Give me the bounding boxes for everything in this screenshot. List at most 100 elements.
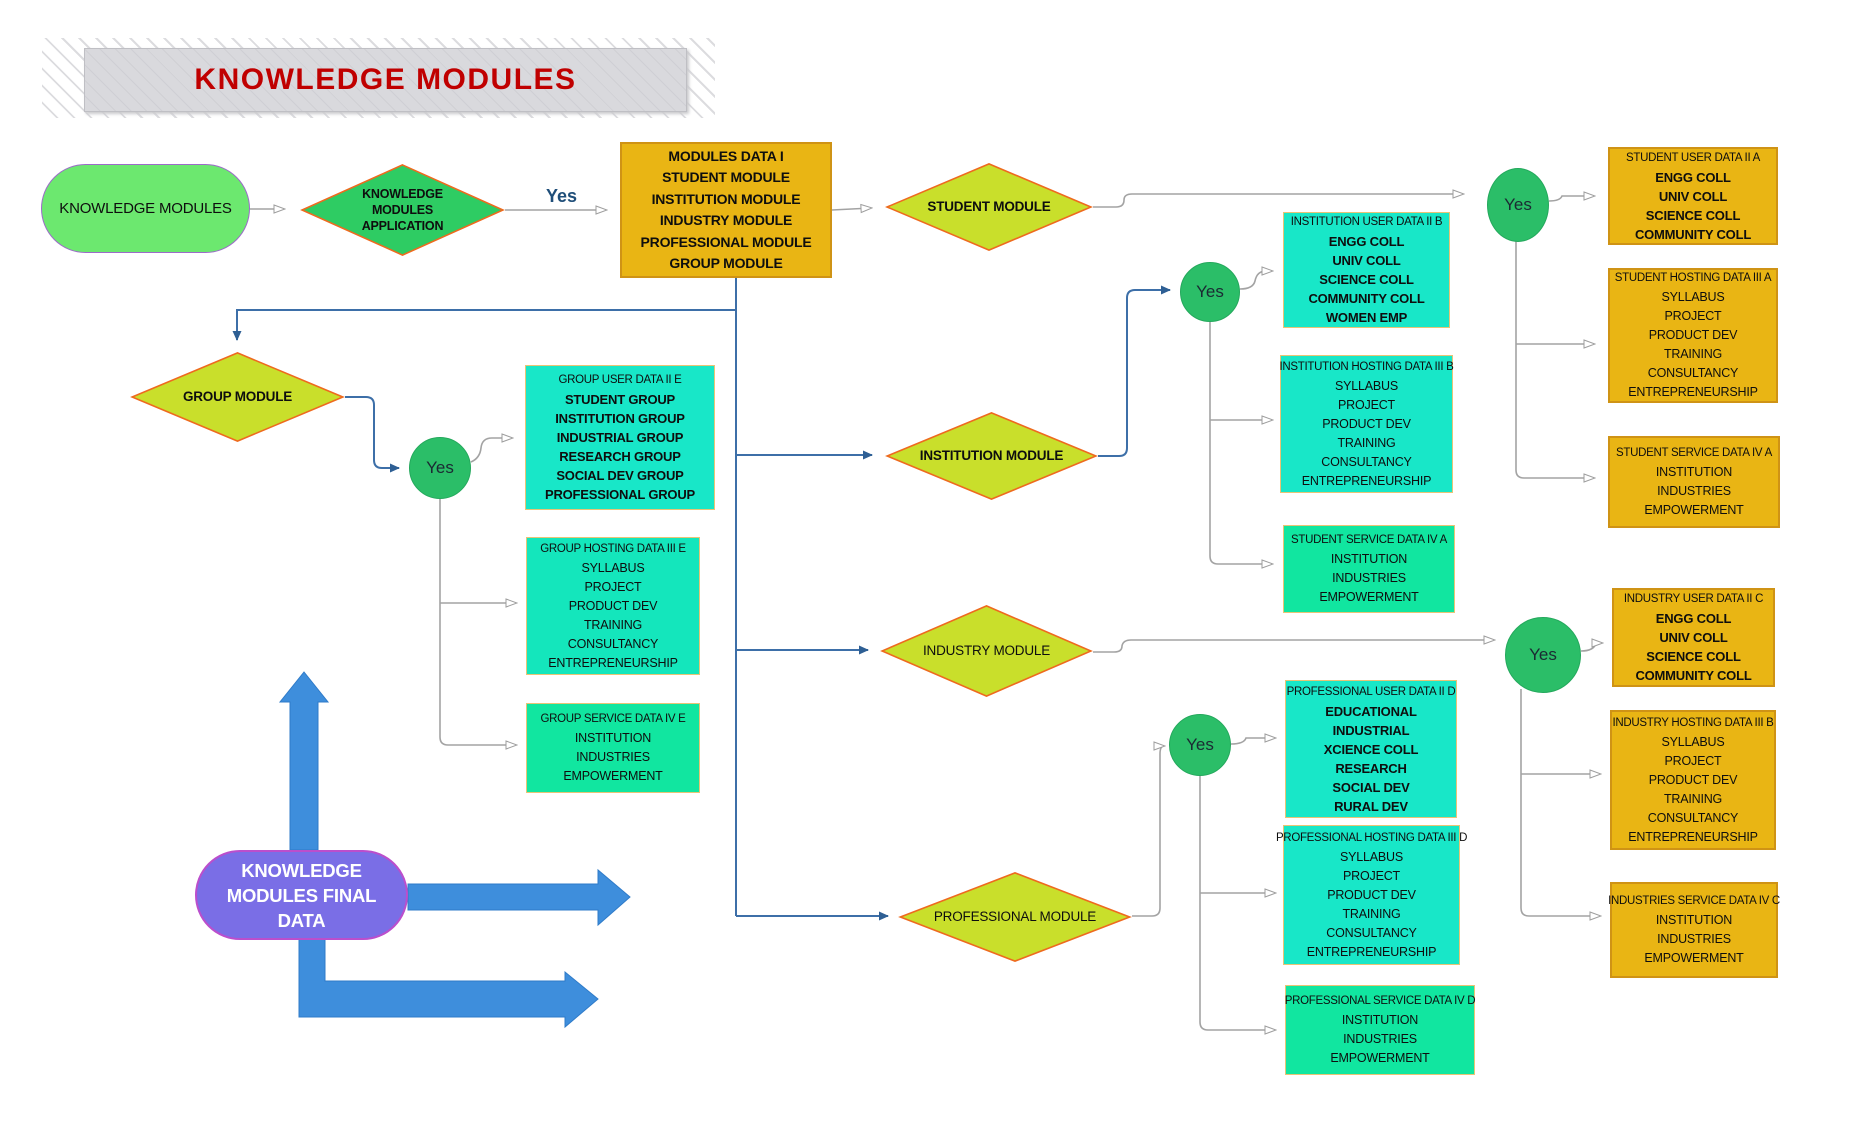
box-title: STUDENT SERVICE DATA IV A xyxy=(1616,447,1772,459)
diamond-shape xyxy=(300,164,505,256)
final-arrow-right xyxy=(407,868,631,927)
box-title: INDUSTRY HOSTING DATA III B xyxy=(1612,716,1774,729)
group-yes-circle: Yes xyxy=(409,437,471,499)
box-items: SYLLABUS PROJECT PRODUCT DEV TRAINING CO… xyxy=(1301,378,1432,488)
node-student-service-data: STUDENT SERVICE DATA IV A INSTITUTION IN… xyxy=(1608,436,1780,528)
student-module-label: STUDENT MODULE xyxy=(927,199,1051,214)
edge-profyes-to-service xyxy=(1199,776,1275,1030)
node-modules-data: MODULES DATA I STUDENT MODULE INSTITUTIO… xyxy=(620,142,832,278)
diamond-shape xyxy=(880,605,1093,697)
node-student-user-data: STUDENT USER DATA II A ENGG COLL UNIV CO… xyxy=(1608,147,1778,245)
page-title: KNOWLEDGE MODULES xyxy=(194,63,577,96)
final-data-label: KNOWLEDGE MODULES FINAL DATA xyxy=(226,859,377,931)
node-knowledge-modules-start: KNOWLEDGE MODULES xyxy=(41,164,250,253)
yes-text: Yes xyxy=(1196,282,1224,301)
yes-text: Yes xyxy=(1529,645,1557,664)
modules-data-items: STUDENT MODULE INSTITUTION MODULE INDUST… xyxy=(640,169,812,271)
edge-group-to-yes xyxy=(345,396,400,473)
box-items: INSTITUTION INDUSTRIES EMPOWERMENT xyxy=(1319,552,1419,604)
node-professional-hosting-data: PROFESSIONAL HOSTING DATA III D SYLLABUS… xyxy=(1276,825,1467,965)
diamond-shape xyxy=(898,872,1132,962)
box-title: GROUP HOSTING DATA III E xyxy=(540,542,686,555)
application-label: KNOWLEDGE MODULES APPLICATION xyxy=(361,187,444,233)
start-label: KNOWLEDGE MODULES xyxy=(59,200,232,217)
box-title: GROUP USER DATA II E xyxy=(558,374,682,386)
node-industry-module: INDUSTRY MODULE xyxy=(880,605,1093,697)
edge-indyes-to-service xyxy=(1520,689,1600,916)
box-title: INSTITUTION USER DATA II B xyxy=(1290,216,1443,228)
edge-industry-to-yes xyxy=(1093,640,1494,653)
yes-text: Yes xyxy=(1186,735,1214,754)
box-items: STUDENT GROUP INSTITUTION GROUP INDUSTRI… xyxy=(544,392,695,502)
blue-connectors xyxy=(232,278,1171,921)
diamond-shape xyxy=(885,412,1098,500)
professional-yes-circle: Yes xyxy=(1169,714,1231,776)
box-title: STUDENT USER DATA II A xyxy=(1626,151,1760,164)
node-institution-user-data: INSTITUTION USER DATA II B ENGG COLL UNI… xyxy=(1283,212,1450,328)
group-module-label: GROUP MODULE xyxy=(182,389,293,404)
box-title: INSTITUTION HOSTING DATA III B xyxy=(1279,360,1454,373)
node-institution-module: INSTITUTION MODULE xyxy=(885,412,1098,500)
gray-connectors xyxy=(250,194,1602,1030)
student-yes-circle: Yes xyxy=(1487,168,1549,242)
title-banner: KNOWLEDGE MODULES xyxy=(84,48,687,112)
yes-text: Yes xyxy=(426,458,454,477)
node-industry-hosting-data: INDUSTRY HOSTING DATA III B SYLLABUS PRO… xyxy=(1610,710,1776,850)
box-title: GROUP SERVICE DATA IV E xyxy=(540,713,686,725)
node-student-service-data-iva: STUDENT SERVICE DATA IV A INSTITUTION IN… xyxy=(1283,525,1455,613)
node-professional-module: PROFESSIONAL MODULE xyxy=(898,872,1132,962)
edge-groupyes-to-user xyxy=(470,438,512,463)
final-arrow-down-right xyxy=(298,937,599,1029)
box-title: PROFESSIONAL HOSTING DATA III D xyxy=(1275,831,1468,844)
box-items: SYLLABUS PROJECT PRODUCT DEV TRAINING CO… xyxy=(1628,734,1758,844)
edge-instyes-to-service xyxy=(1209,322,1272,564)
node-group-service-data: GROUP SERVICE DATA IV E INSTITUTION INDU… xyxy=(526,703,700,793)
box-items: ENGG COLL UNIV COLL SCIENCE COLL COMMUNI… xyxy=(1308,234,1425,325)
final-arrows xyxy=(278,671,631,1029)
industry-module-label: INDUSTRY MODULE xyxy=(922,643,1051,658)
node-group-module: GROUP MODULE xyxy=(130,352,345,442)
box-title: STUDENT HOSTING DATA III A xyxy=(1614,272,1772,284)
box-items: INSTITUTION INDUSTRIES EMPOWERMENT xyxy=(563,731,663,783)
box-title: INDUSTRIES SERVICE DATA IV C xyxy=(1608,895,1780,907)
diamond-shape xyxy=(130,352,345,442)
institution-yes-circle: Yes xyxy=(1180,262,1240,322)
node-knowledge-modules-application: KNOWLEDGE MODULES APPLICATION xyxy=(300,164,505,256)
yes-text: Yes xyxy=(1504,195,1532,214)
box-items: SYLLABUS PROJECT PRODUCT DEV TRAINING CO… xyxy=(548,560,678,670)
node-student-hosting-data: STUDENT HOSTING DATA III A SYLLABUS PROJ… xyxy=(1608,268,1778,403)
node-student-module: STUDENT MODULE xyxy=(885,163,1093,251)
box-title: INDUSTRY USER DATA II C xyxy=(1623,593,1764,605)
box-title: PROFESSIONAL USER DATA II D xyxy=(1286,685,1456,698)
box-items: ENGG COLL UNIV COLL SCIENCE COLL COMMUNI… xyxy=(1635,611,1752,683)
node-group-user-data: GROUP USER DATA II E STUDENT GROUP INSTI… xyxy=(525,365,715,510)
industry-yes-circle: Yes xyxy=(1505,617,1581,693)
box-items: EDUCATIONAL INDUSTRIAL XCIENCE COLL RESE… xyxy=(1323,703,1419,814)
edge-profyes-to-user xyxy=(1230,738,1275,745)
edge-groupyes-to-service xyxy=(439,499,516,745)
node-professional-user-data: PROFESSIONAL USER DATA II D EDUCATIONAL … xyxy=(1285,680,1457,818)
box-items: SYLLABUS PROJECT PRODUCT DEV TRAINING CO… xyxy=(1628,290,1758,399)
edge-instyes-to-user xyxy=(1239,271,1272,290)
node-industries-service-data: INDUSTRIES SERVICE DATA IV C INSTITUTION… xyxy=(1608,882,1780,978)
box-title: PROFESSIONAL SERVICE DATA IV D xyxy=(1284,995,1476,1007)
node-professional-service-data: PROFESSIONAL SERVICE DATA IV D INSTITUTI… xyxy=(1284,985,1476,1075)
edge-institution-to-yes xyxy=(1098,285,1171,457)
professional-module-label: PROFESSIONAL MODULE xyxy=(933,909,1097,924)
node-final-data: KNOWLEDGE MODULES FINAL DATA xyxy=(195,850,408,940)
edge-student-to-yes xyxy=(1093,194,1463,208)
box-items: SYLLABUS PROJECT PRODUCT DEV TRAINING CO… xyxy=(1306,849,1437,959)
modules-data-title: MODULES DATA I xyxy=(668,147,784,164)
diamond-shape xyxy=(885,163,1093,251)
final-arrow-up xyxy=(278,671,330,851)
edge-professional-to-yes xyxy=(1132,746,1164,917)
box-title: STUDENT SERVICE DATA IV A xyxy=(1291,534,1447,546)
node-institution-hosting-data: INSTITUTION HOSTING DATA III B SYLLABUS … xyxy=(1279,355,1454,493)
edge-modules-to-student xyxy=(831,208,871,210)
edge-trunk-to-group xyxy=(232,309,736,341)
node-group-hosting-data: GROUP HOSTING DATA III E SYLLABUS PROJEC… xyxy=(526,537,700,675)
edge-studentyes-to-service xyxy=(1515,240,1594,478)
institution-module-label: INSTITUTION MODULE xyxy=(919,448,1064,463)
box-items: ENGG COLL UNIV COLL SCIENCE COLL COMMUNI… xyxy=(1634,169,1752,242)
